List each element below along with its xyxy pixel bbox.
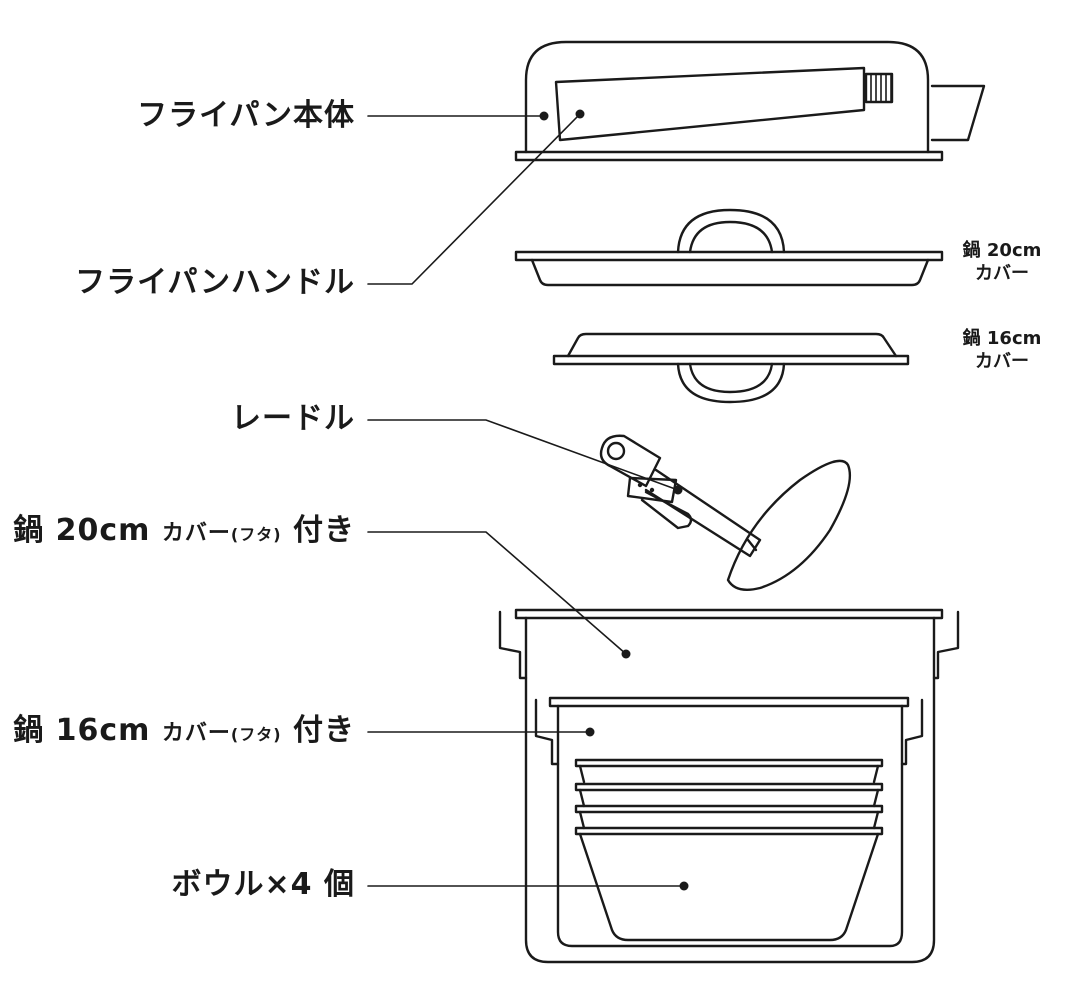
pot-20cm-illustration	[498, 608, 960, 964]
label-pot-20cm-main: 鍋 20cm	[13, 513, 162, 548]
side-label-cover-20cm-line1: 鍋 20cm	[962, 240, 1042, 261]
label-pot-16cm: 鍋 16cm カバー(フタ) 付き	[13, 716, 355, 746]
pot-16cm-illustration	[534, 696, 924, 948]
side-label-cover-16cm-line1: 鍋 16cm	[962, 328, 1042, 349]
label-bowls: ボウル×4 個	[172, 870, 355, 900]
label-pot-20cm: 鍋 20cm カバー(フタ) 付き	[13, 516, 355, 546]
side-label-cover-16cm-line2: カバー	[975, 350, 1029, 372]
label-pot-16cm-tail: 付き	[281, 713, 355, 748]
label-ladle-text: レードル	[231, 401, 355, 436]
label-ladle: レードル	[231, 404, 355, 434]
label-pot-20cm-cover: カバー	[161, 521, 231, 546]
side-label-cover-16cm: 鍋 16cm カバー	[952, 328, 1052, 373]
label-pot-16cm-paren: (フタ)	[230, 725, 282, 744]
label-frypan-body: フライパン本体	[137, 101, 355, 131]
label-pot-20cm-tail: 付き	[281, 513, 355, 548]
label-bowls-text: ボウル×4 個	[171, 867, 355, 902]
cover-20cm-illustration	[514, 208, 944, 287]
ladle-illustration	[599, 434, 852, 591]
side-label-cover-20cm: 鍋 20cm カバー	[952, 240, 1052, 285]
label-pot-16cm-cover: カバー	[161, 721, 231, 746]
frypan-illustration	[514, 40, 986, 162]
bowls-illustration	[574, 758, 884, 942]
cover-16cm-illustration	[552, 332, 910, 404]
label-frypan-body-text: フライパン本体	[137, 98, 355, 133]
label-pot-16cm-main: 鍋 16cm	[13, 713, 162, 748]
label-pot-20cm-paren: (フタ)	[230, 525, 282, 544]
leader-lines	[367, 109, 689, 891]
label-frypan-handle: フライパンハンドル	[75, 268, 355, 298]
label-frypan-handle-text: フライパンハンドル	[75, 265, 355, 300]
side-label-cover-20cm-line2: カバー	[975, 262, 1029, 284]
